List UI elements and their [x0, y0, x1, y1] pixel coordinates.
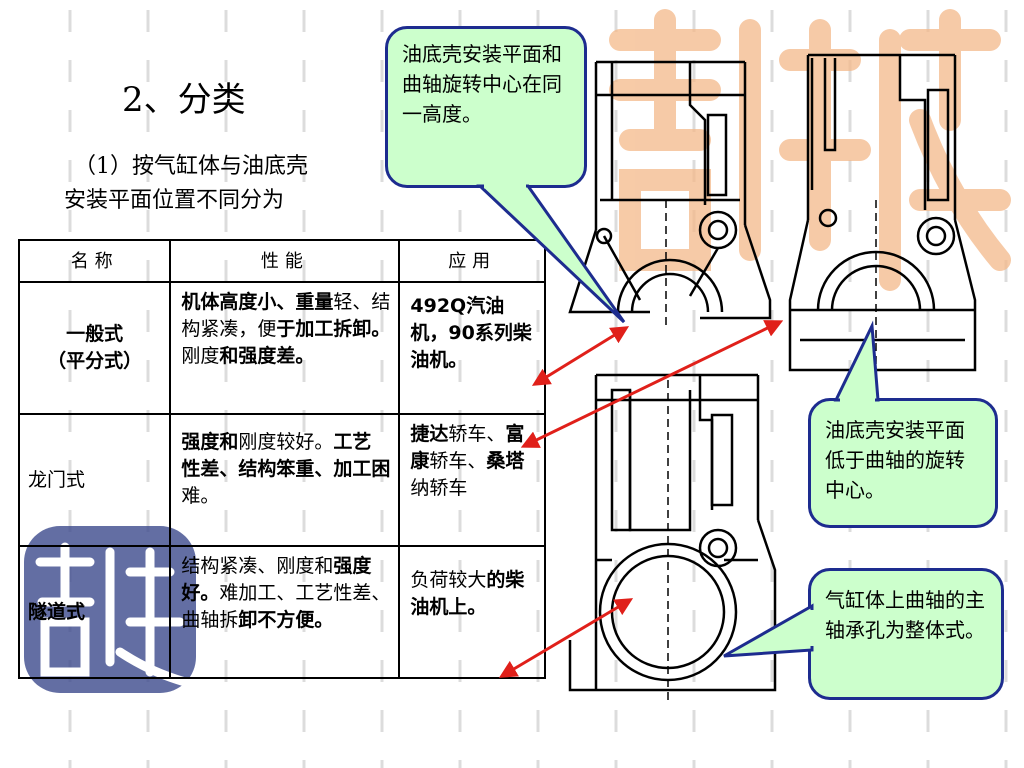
perf-text: 结构紧凑、刚度和	[181, 555, 334, 577]
row-application-general: 492Q汽油机，90系列柴油机。	[398, 281, 546, 415]
row-application-tunnel: 负荷较大的柴油机上。	[398, 545, 546, 679]
app-text: 负荷较大	[410, 569, 487, 591]
row-name-general: 一般式 （平分式）	[17, 281, 172, 415]
subtitle-line-2: 安装平面位置不同分为	[64, 188, 285, 213]
perf-text: 卸不方便。	[238, 609, 334, 631]
classification-table: 名称 性能 应用 一般式 （平分式） 机体高度小、重量轻、结构紧凑，便于加工拆卸…	[17, 239, 546, 679]
app-text: 富康	[410, 423, 525, 472]
perf-text: 于加工拆卸。	[276, 318, 391, 340]
app-text: 轿车、	[448, 423, 506, 445]
app-text: 桑塔	[486, 450, 525, 472]
app-text: 纳轿车	[410, 477, 468, 499]
perf-text: 难。	[181, 485, 220, 507]
header-application: 应用	[398, 239, 546, 283]
perf-text: 难加工、工艺性差、曲轴拆	[181, 582, 391, 631]
table-header-row: 名称 性能 应用	[17, 239, 546, 283]
app-text: 轿车、	[429, 450, 487, 472]
orange-seal-watermark	[609, 9, 1011, 291]
diagram-gantry-type	[788, 53, 977, 380]
perf-text: 重、加工困	[295, 458, 391, 480]
name-text: 一般式	[66, 323, 124, 345]
header-performance: 性能	[169, 239, 401, 283]
perf-text: 和强度差。	[219, 345, 315, 367]
app-text: 492Q汽油机，90系列柴油机。	[410, 295, 532, 371]
diagram-general-type	[568, 60, 772, 330]
perf-text: 强度好。	[181, 555, 372, 604]
app-text: 捷达	[410, 423, 449, 445]
row-application-gantry: 捷达轿车、富康轿车、桑塔纳轿车	[398, 413, 546, 547]
perf-text: 机体高度小、重量	[181, 291, 334, 313]
classification-subtitle: （1）按气缸体与油底壳 安装平面位置不同分为	[64, 150, 384, 218]
table-row: 隧道式 结构紧凑、刚度和强度好。难加工、工艺性差、曲轴拆卸不方便。 负荷较大的柴…	[17, 545, 546, 679]
callout-text: 油底壳安装平面低于曲轴的旋转中心。	[825, 418, 965, 502]
table-row: 一般式 （平分式） 机体高度小、重量轻、结构紧凑，便于加工拆卸。刚度和强度差。 …	[17, 281, 546, 415]
callout-same-height: 油底壳安装平面和曲轴旋转中心在同一高度。	[385, 26, 587, 188]
perf-text: 轻、结构紧凑，便	[181, 291, 391, 340]
subtitle-line-1: （1）按气缸体与油底壳	[74, 154, 308, 179]
row-name-gantry: 龙门式	[17, 413, 172, 547]
header-name: 名称	[17, 239, 172, 283]
perf-text: 工艺性差、结构笨	[181, 431, 372, 480]
table-row: 龙门式 强度和刚度较好。工艺性差、结构笨重、加工困难。 捷达轿车、富康轿车、桑塔…	[17, 413, 546, 547]
perf-text: 刚度	[181, 345, 220, 367]
callout-integral-bore: 气缸体上曲轴的主轴承孔为整体式。	[808, 568, 1004, 700]
name-text: 隧道式	[28, 600, 86, 623]
row-performance-gantry: 强度和刚度较好。工艺性差、结构笨重、加工困难。	[169, 413, 401, 547]
callout-below-center: 油底壳安装平面低于曲轴的旋转中心。	[808, 398, 998, 528]
row-performance-tunnel: 结构紧凑、刚度和强度好。难加工、工艺性差、曲轴拆卸不方便。	[169, 545, 401, 679]
perf-text: 刚度较好。	[238, 431, 334, 453]
section-title: 2、分类	[122, 80, 246, 120]
row-name-tunnel: 隧道式	[17, 545, 172, 679]
callout-text: 油底壳安装平面和曲轴旋转中心在同一高度。	[402, 42, 562, 126]
diagram-tunnel-type	[568, 373, 777, 700]
callout-text: 气缸体上曲轴的主轴承孔为整体式。	[825, 588, 985, 642]
perf-text: 强度和	[181, 431, 239, 453]
name-text-sub: （平分式）	[47, 350, 143, 372]
app-text: 的柴油机上。	[410, 569, 525, 618]
row-performance-general: 机体高度小、重量轻、结构紧凑，便于加工拆卸。刚度和强度差。	[169, 281, 401, 415]
